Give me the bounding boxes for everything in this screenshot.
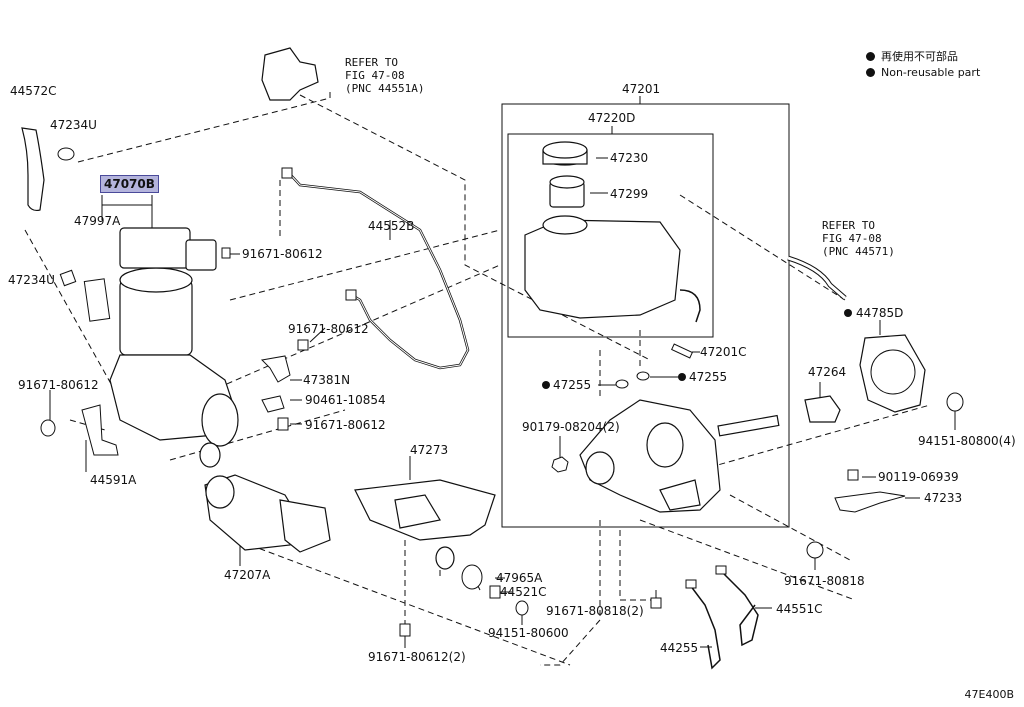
grommet-47234U — [59, 269, 77, 287]
part-47233[interactable]: 47233 — [924, 491, 963, 505]
refer-block-44551A[interactable]: REFER TO FIG 47-08 (PNC 44551A) — [345, 56, 425, 95]
bracket-47233 — [834, 491, 906, 513]
group-box-47201 — [501, 103, 790, 528]
part-47201[interactable]: 47201 — [622, 82, 661, 96]
part-44591A[interactable]: 44591A — [90, 473, 137, 487]
bracket-44551A — [261, 47, 319, 101]
part-91671-80818[interactable]: 91671-80818 — [784, 574, 865, 588]
part-90461-10854[interactable]: 90461-10854 — [305, 393, 386, 407]
part-47220D[interactable]: 47220D — [588, 111, 636, 125]
part-47230[interactable]: 47230 — [610, 151, 649, 165]
sensor-wires — [689, 569, 759, 670]
part-44552B[interactable]: 44552B — [368, 219, 415, 233]
bracket-44591A — [81, 404, 119, 456]
reservoir-47220D — [524, 141, 681, 319]
legend-jp-text: 再使用不可部品 — [881, 50, 958, 63]
part-91671-80612-d[interactable]: 91671-80612 — [305, 418, 386, 432]
part-47264 — [804, 395, 841, 423]
part-91671-80612-a[interactable]: 91671-80612 — [242, 247, 323, 261]
part-91671-80818-2[interactable]: 91671-80818(2) — [546, 604, 644, 618]
pump-motor-assembly — [109, 227, 239, 468]
part-47201C[interactable]: 47201C — [700, 345, 747, 359]
part-47381N[interactable]: 47381N — [303, 373, 351, 387]
part-91671-80612-2[interactable]: 91671-80612(2) — [368, 650, 466, 664]
part-91671-80612-c[interactable]: 91671-80612 — [18, 378, 99, 392]
hose-44572C — [21, 127, 45, 212]
part-47207A[interactable]: 47207A — [224, 568, 271, 582]
diagram-code: 47E400B — [964, 688, 1015, 701]
clamp-47234U — [57, 147, 75, 161]
part-47234U-left[interactable]: 47234U — [8, 273, 55, 287]
cushion-47965A — [461, 564, 483, 590]
part-44255[interactable]: 44255 — [660, 641, 699, 655]
group-box-47220D — [507, 133, 714, 338]
part-90119-06939[interactable]: 90119-06939 — [878, 470, 959, 484]
bullet-icon — [866, 68, 875, 77]
part-44572C[interactable]: 44572C — [10, 84, 57, 98]
part-44785D[interactable]: 44785D — [856, 306, 904, 320]
gasket-47997A — [83, 278, 111, 322]
part-94151-80600[interactable]: 94151-80600 — [488, 626, 569, 640]
part-47273[interactable]: 47273 — [410, 443, 449, 457]
part-91671-80612-b[interactable]: 91671-80612 — [288, 322, 369, 336]
clamp-90461 — [261, 395, 285, 413]
bracket-47273 — [354, 479, 496, 570]
bolt-91671 — [40, 419, 56, 437]
part-47234U-top[interactable]: 47234U — [50, 118, 97, 132]
part-47264[interactable]: 47264 — [808, 365, 847, 379]
part-47070B[interactable]: 47070B — [100, 175, 159, 193]
part-47255-a[interactable]: 47255 — [553, 378, 592, 392]
part-47255-b[interactable]: 47255 — [689, 370, 728, 384]
part-44521C[interactable]: 44521C — [500, 585, 547, 599]
part-47299[interactable]: 47299 — [610, 187, 649, 201]
brake-tube-44552B — [287, 171, 470, 370]
legend-jp: 再使用不可部品 — [866, 50, 958, 64]
part-47997A[interactable]: 47997A — [74, 214, 121, 228]
legend-en: Non-reusable part — [866, 66, 980, 80]
legend-en-text: Non-reusable part — [881, 66, 981, 79]
part-47965A[interactable]: 47965A — [496, 571, 543, 585]
actuator-47207A — [204, 474, 331, 553]
part-94151-80800-4[interactable]: 94151-80800(4) — [918, 434, 1016, 448]
refer-block-44571[interactable]: REFER TO FIG 47-08 (PNC 44571) — [822, 219, 895, 258]
master-cylinder — [579, 399, 780, 513]
bracket-47381N — [260, 355, 291, 383]
bullet-icon — [866, 52, 875, 61]
part-90179-08204-2[interactable]: 90179-08204(2) — [522, 420, 620, 434]
part-44551C[interactable]: 44551C — [776, 602, 823, 616]
